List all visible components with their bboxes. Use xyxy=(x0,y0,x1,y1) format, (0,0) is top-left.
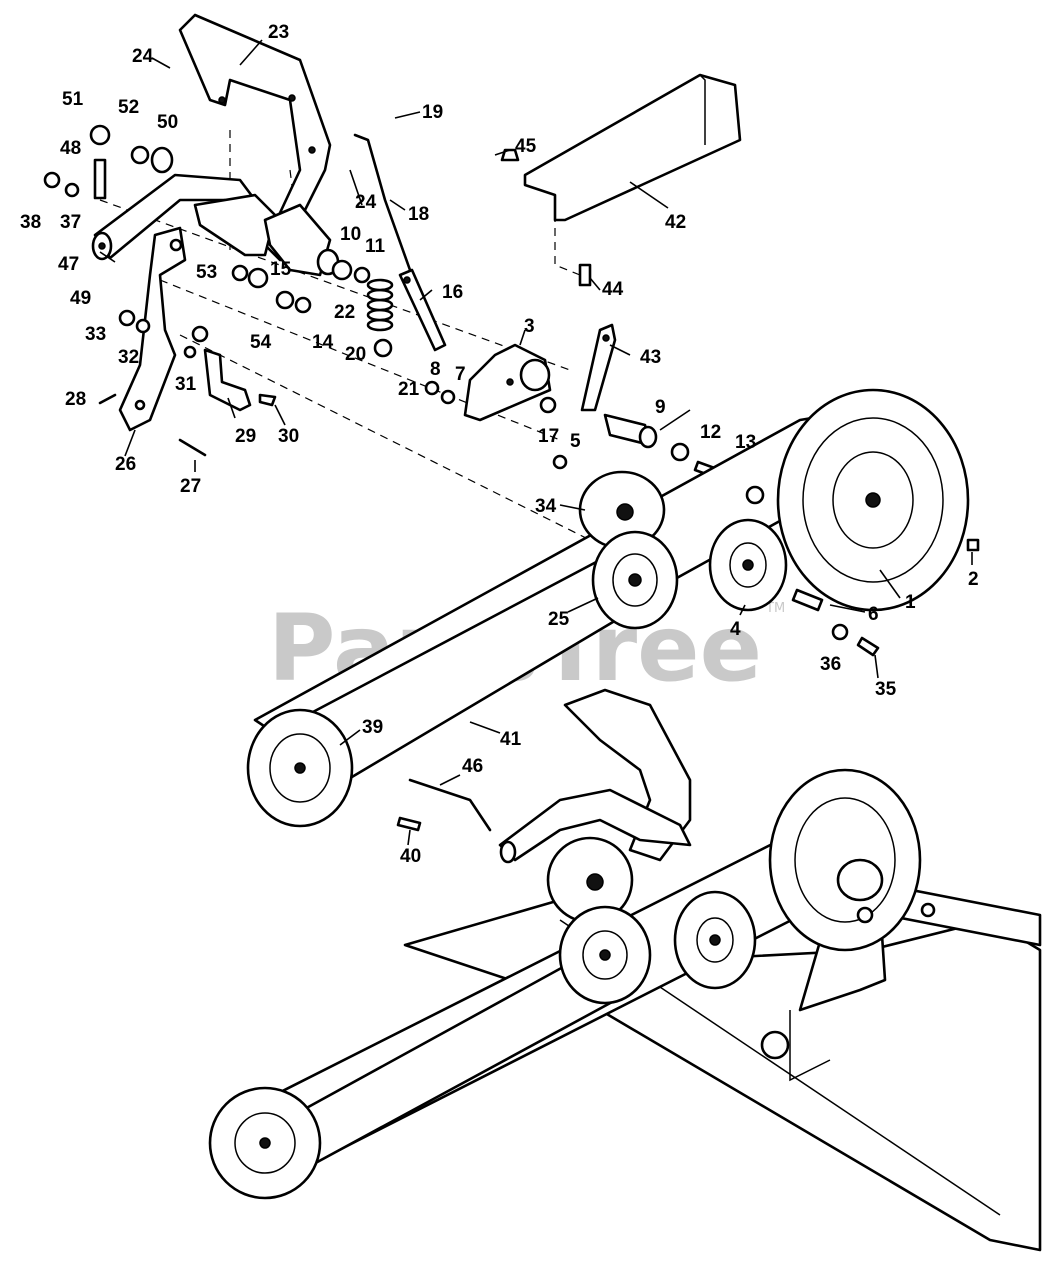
label-part-51: 51 xyxy=(62,89,84,110)
label-part-7: 7 xyxy=(455,364,466,385)
label-part-43: 43 xyxy=(640,347,661,368)
label-part-46: 46 xyxy=(462,756,483,777)
label-part-45: 45 xyxy=(515,136,537,157)
label-part-54: 54 xyxy=(250,332,272,353)
label-part-8: 8 xyxy=(430,359,441,380)
label-part-48: 48 xyxy=(60,138,81,159)
label-part-6: 6 xyxy=(868,604,879,625)
part-42-belt-guard xyxy=(523,73,742,222)
part-22-spring xyxy=(366,278,394,332)
label-part-20: 20 xyxy=(345,344,366,365)
part-number-labels: 23 24 51 52 50 48 38 37 19 24 18 10 11 4… xyxy=(20,22,979,867)
label-part-52: 52 xyxy=(118,97,139,118)
label-part-39: 39 xyxy=(362,717,383,738)
label-part-2: 2 xyxy=(968,569,979,590)
lower-main-pulley xyxy=(768,768,922,952)
label-part-26: 26 xyxy=(115,454,136,475)
label-part-13: 13 xyxy=(735,432,756,453)
watermark-tm: TM xyxy=(765,601,785,616)
label-part-10: 10 xyxy=(340,224,361,245)
label-part-49: 49 xyxy=(70,288,91,309)
leader-lines xyxy=(99,39,973,846)
lower-assembled-view xyxy=(208,688,1042,1252)
label-part-24: 24 xyxy=(132,46,154,67)
label-part-16: 16 xyxy=(442,282,463,303)
label-part-15: 15 xyxy=(270,259,292,280)
label-part-44: 44 xyxy=(602,279,624,300)
label-part-14: 14 xyxy=(312,332,334,353)
label-part-19: 19 xyxy=(422,102,443,123)
label-part-27: 27 xyxy=(180,476,201,497)
label-part-12: 12 xyxy=(700,422,721,443)
part-18-rod xyxy=(353,133,412,272)
label-part-28: 28 xyxy=(65,389,86,410)
label-part-36: 36 xyxy=(820,654,841,675)
label-part-33: 33 xyxy=(85,324,106,345)
label-part-5: 5 xyxy=(570,431,581,452)
label-part-37: 37 xyxy=(60,212,81,233)
label-part-30: 30 xyxy=(278,426,299,447)
label-part-32: 32 xyxy=(118,347,139,368)
label-part-21: 21 xyxy=(398,379,420,400)
label-part-40: 40 xyxy=(400,846,421,867)
label-part-50: 50 xyxy=(157,112,178,133)
label-part-3: 3 xyxy=(524,316,535,337)
label-part-22: 22 xyxy=(334,302,355,323)
label-part-4: 4 xyxy=(730,619,741,640)
label-part-17: 17 xyxy=(538,426,559,447)
part-43-arm xyxy=(580,323,617,412)
upper-exploded-assembly xyxy=(43,13,980,832)
label-part-42: 42 xyxy=(665,212,686,233)
label-part-47: 47 xyxy=(58,254,79,275)
part-cam-clamp xyxy=(193,193,277,257)
label-part-25: 25 xyxy=(548,609,570,630)
label-part-1: 1 xyxy=(905,592,916,613)
label-part-18: 18 xyxy=(408,204,429,225)
part-16-link xyxy=(398,268,447,352)
label-part-35: 35 xyxy=(875,679,897,700)
label-part-9: 9 xyxy=(655,397,666,418)
label-part-29: 29 xyxy=(235,426,256,447)
label-part-11: 11 xyxy=(365,236,386,257)
label-part-38: 38 xyxy=(20,212,41,233)
label-part-53: 53 xyxy=(196,262,217,283)
part-26-lever xyxy=(118,226,187,432)
label-part-34: 34 xyxy=(535,496,557,517)
part-29-bracket xyxy=(203,348,252,412)
label-part-41: 41 xyxy=(500,729,522,750)
label-part-23: 23 xyxy=(268,22,289,43)
label-part-31: 31 xyxy=(175,374,197,395)
label-part-24b: 24 xyxy=(355,192,377,213)
